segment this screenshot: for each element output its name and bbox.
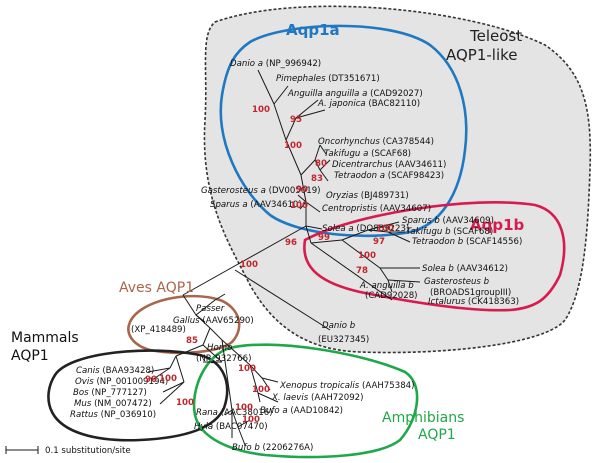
amphibians-label-line2: AQP1 xyxy=(418,427,456,443)
leaf-label: Dicentrarchus (AAV34611) xyxy=(332,160,446,170)
amphibians-label-line1: Amphibians xyxy=(382,410,464,426)
bootstrap-value: 100 xyxy=(159,374,177,384)
bootstrap-value: 99 xyxy=(318,233,330,243)
leaf-label: Passer xyxy=(196,304,225,314)
bootstrap-value: 100 xyxy=(235,403,253,413)
bootstrap-value: 96 xyxy=(285,238,297,248)
bootstrap-value: 100 xyxy=(252,105,270,115)
leaf-label: Centropristis (AAV34607) xyxy=(322,204,431,214)
leaf-label: Danio b xyxy=(322,321,356,331)
mammals-region xyxy=(47,349,229,442)
bootstrap-value: 100 xyxy=(238,364,256,374)
aqp1a-label: Aqp1a xyxy=(286,21,340,39)
leaf-label: (XP_418489) xyxy=(131,325,186,335)
leaf-label: Bos (NP_777127) xyxy=(73,388,147,398)
leaf-label: Rattus (NP_036910) xyxy=(70,410,156,420)
bootstrap-value: 90 xyxy=(145,375,157,385)
tree-branches xyxy=(147,69,421,446)
leaf-label: Gasterosteus b xyxy=(424,277,490,287)
leaf-label: A. japonica (BAC82110) xyxy=(317,99,420,109)
bootstrap-value: 90 xyxy=(296,185,308,195)
leaf-label: Rana (AAC38016) xyxy=(196,408,273,418)
bootstrap-value: 100 xyxy=(242,415,260,425)
amphibians-region xyxy=(192,343,419,459)
teleost-label-line1: Teleost xyxy=(469,27,522,45)
aqp1a-region xyxy=(219,24,468,238)
bootstrap-value: 95 xyxy=(290,115,302,125)
mammals-label-line2: AQP1 xyxy=(11,348,49,364)
leaf-label: Hyla (BAC07470) xyxy=(194,422,268,432)
bootstrap-value: 100 xyxy=(240,260,258,270)
leaf-label: Ovis (NP_001009194) xyxy=(75,377,168,387)
leaf-label: X. laevis (AAH72092) xyxy=(271,393,363,403)
bootstrap-value: 100 xyxy=(284,141,302,151)
bootstrap-value: 97 xyxy=(373,237,385,247)
bootstrap-value: 83 xyxy=(311,174,323,184)
leaf-label: Danio a (NP_996942) xyxy=(230,59,321,69)
aves-label: Aves AQP1 xyxy=(119,280,194,296)
leaf-label: Takifugu b (SCAF68) xyxy=(406,227,493,237)
leaf-label: Gasterosteus a (DV005019) xyxy=(201,186,321,196)
leaf-labels: Danio a (NP_996942) Pimephales (DT351671… xyxy=(70,59,522,453)
leaf-label: (NP_932766) xyxy=(196,354,251,364)
bootstrap-values: 100 95 100 80 83 90 100 99 100 97 100 78… xyxy=(145,105,394,425)
leaf-label: Pimephales (DT351671) xyxy=(276,74,380,84)
leaf-label: Anguilla anguilla a (CAD92027) xyxy=(287,89,423,99)
leaf-label: (EU327345) xyxy=(318,335,369,345)
leaf-label: A. anguilla b xyxy=(359,281,414,291)
leaf-label: Sparus a (AAV34610) xyxy=(210,200,302,210)
teleost-region xyxy=(203,5,592,354)
bootstrap-value: 78 xyxy=(356,266,368,276)
scale-bar-label: 0.1 substitution/site xyxy=(45,446,131,456)
leaf-label: Homo xyxy=(207,343,232,353)
leaf-label: Tetraodon b (SCAF14556) xyxy=(412,237,522,247)
leaf-label: Takifugu a (SCAF68) xyxy=(324,149,411,159)
bootstrap-value: 100 xyxy=(358,251,376,261)
leaf-label: Bufo a (AAD10842) xyxy=(260,406,343,416)
aqp1b-region xyxy=(303,201,566,312)
bootstrap-value: 80 xyxy=(315,159,327,169)
leaf-label: Oncorhynchus (CA378544) xyxy=(318,137,434,147)
bootstrap-value: 100 xyxy=(176,398,194,408)
leaf-label: Oryzias (BJ489731) xyxy=(326,191,409,201)
aves-region xyxy=(127,294,241,355)
leaf-label: Sparus b (AAV34609) xyxy=(402,216,494,226)
leaf-label: Canis (BAA93428) xyxy=(76,366,154,376)
leaf-label: Bufo b (2206276A) xyxy=(232,443,313,453)
bootstrap-value: 85 xyxy=(186,336,198,346)
leaf-label: Solea b (AAV34612) xyxy=(422,264,508,274)
teleost-label-line2: AQP1-like xyxy=(446,46,518,64)
leaf-label: (CAD92028) xyxy=(365,291,418,301)
mammals-label-line1: Mammals xyxy=(11,330,79,346)
scale-bar: 0.1 substitution/site xyxy=(5,446,131,456)
aqp1b-label: Aqp1b xyxy=(470,216,525,234)
bootstrap-value: 100 xyxy=(376,224,394,234)
leaf-label: Ictalurus (CK418363) xyxy=(428,297,519,307)
leaf-label: Solea a (DQ889223) xyxy=(322,224,409,234)
leaf-label: Tetraodon a (SCAF98423) xyxy=(334,171,444,181)
leaf-label: Xenopus tropicalis (AAH75384) xyxy=(279,381,414,391)
bootstrap-value: 100 xyxy=(290,201,308,211)
leaf-label: Mus (NM_007472) xyxy=(74,399,152,409)
bootstrap-value: 100 xyxy=(252,385,270,395)
leaf-label: (BROADS1groupIII) xyxy=(430,288,511,298)
leaf-label: Gallus (AAV65290) xyxy=(173,316,254,326)
